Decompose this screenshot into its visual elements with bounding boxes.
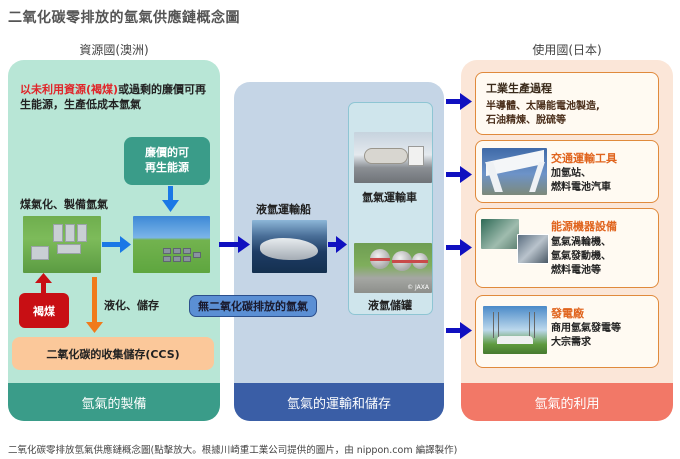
transport-vehicles-title: 交通運輸工具 [551,152,617,165]
transport-line-1: 加氫站、 [551,168,591,179]
hydrogen-facility-image [133,216,210,273]
energy-line-2: 氫氣發動機、 [551,251,611,262]
lh2-tank-image: © JAXA [354,243,432,293]
truck-label: 氫氣運輸車 [362,191,417,204]
transport-line-2: 燃料電池汽車 [551,182,611,193]
transport-vehicles-body: 加氫站、 燃料電池汽車 [551,167,611,195]
power-plant-body: 商用氫氣發電等 大宗需求 [551,322,621,350]
power-line-2: 大宗需求 [551,337,591,348]
energy-line-1: 氫氣渦輪機、 [551,237,611,248]
lh2-carrier-ship-image [252,220,327,273]
liquefy-store-label: 液化、儲存 [104,299,159,312]
hydrogen-station-image [482,148,547,195]
jaxa-credit: © JAXA [407,284,429,291]
gasification-label: 煤氣化、製備氫氣 [20,198,108,211]
user-country-heading: 使用國(日本) [532,43,602,57]
intro-highlight: 以未利用資源(褐煤) [20,83,119,96]
gasification-plant-image [23,216,101,273]
industry-card: 工業生產過程 半導體、太陽能電池製造, 石油精煉、脫硫等 [475,72,659,135]
brown-coal-box: 褐煤 [19,293,69,328]
renewable-line-2: 再生能源 [145,161,189,174]
hydrogen-truck-image [354,132,432,183]
industry-line-1: 半導體、太陽能電池製造, [486,101,600,112]
transport-footer: 氫氣的運輸和儲存 [234,383,444,421]
energy-equipment-body: 氫氣渦輪機、 氫氣發動機、 燃料電池等 [551,236,611,278]
renewable-line-1: 廉價的可 [145,146,189,159]
co2-free-hydrogen-tag: 無二氧化碳排放的氫氣 [189,295,317,317]
industry-title: 工業生產過程 [486,82,552,95]
renewable-energy-box: 廉價的可 再生能源 [124,137,210,185]
industry-line-2: 石油精煉、脫硫等 [486,115,566,126]
turbine-image [481,219,519,249]
energy-line-3: 燃料電池等 [551,265,601,276]
ship-label: 液氫運輸船 [256,203,311,216]
engine-image [517,234,549,264]
power-plant-title: 發電廠 [551,307,584,320]
usage-footer: 氫氣的利用 [461,383,673,421]
footnote-caption: 二氧化碳零排放氫氣供應鏈概念圖(點擊放大。根據川崎重工業公司提供的圖片，由 ni… [8,445,458,456]
power-plant-image [483,306,547,354]
diagram-title: 二氧化碳零排放的氫氣供應鏈概念圖 [8,10,240,26]
production-intro: 以未利用資源(褐煤)或過剩的廉價可再生能源，生產低成本氫氣 [20,82,210,112]
source-country-heading: 資源國(澳洲) [79,43,149,57]
production-footer: 氫氣的製備 [8,383,220,421]
energy-equipment-title: 能源機器設備 [551,220,617,233]
tank-label: 液氫儲罐 [368,299,412,312]
industry-body: 半導體、太陽能電池製造, 石油精煉、脫硫等 [486,100,600,128]
power-line-1: 商用氫氣發電等 [551,323,621,334]
ccs-box: 二氧化碳的收集儲存(CCS) [12,337,214,370]
intro-rest: 或過剩的廉價可再生能源，生產低成本氫氣 [20,83,207,111]
